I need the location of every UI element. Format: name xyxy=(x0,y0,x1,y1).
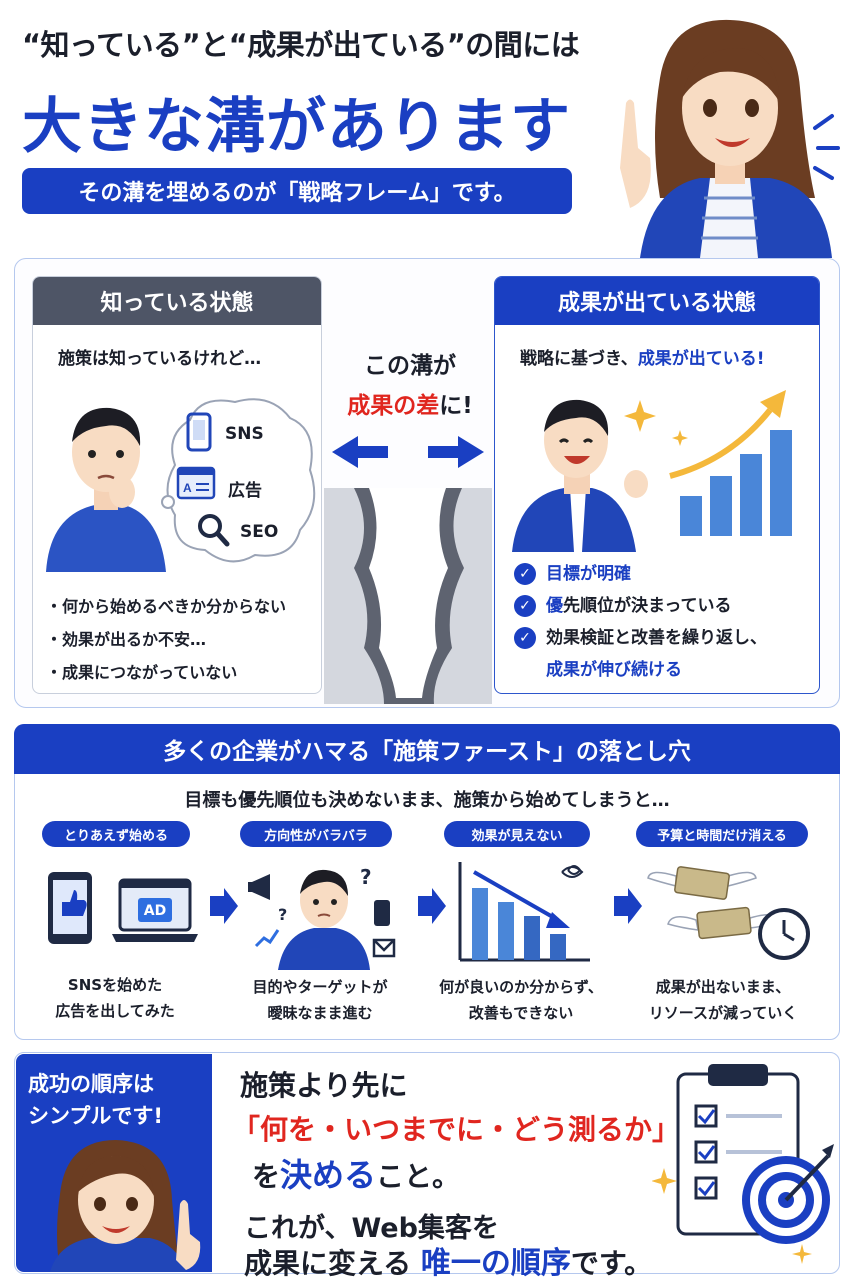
conclusion-line2: 「何を・いつまでに・どう測るか」 xyxy=(232,1113,681,1146)
step-desc-line: 成果が出ないまま、 xyxy=(655,978,791,996)
svg-text:?: ? xyxy=(360,865,372,889)
woman-pointing-small-illustration xyxy=(50,1140,201,1272)
check-item: ✓ 効果検証と改善を繰り返し、成果が伸び続ける xyxy=(514,622,767,686)
line5-highlight: 唯一の順序 xyxy=(420,1246,571,1280)
growth-chart-icon xyxy=(624,390,792,536)
step-desc-2: 目的やターゲットが 曖昧なまま進む xyxy=(230,974,410,1026)
svg-text:A: A xyxy=(183,481,192,495)
check-item-highlight: 目標が明確 xyxy=(546,564,631,584)
svg-text:?: ? xyxy=(278,905,287,924)
conclusion-line5: 成果に変える 唯一の順序です。 xyxy=(244,1238,652,1280)
knowing-state-lead: 施策は知っているけれど… xyxy=(58,349,262,369)
thinking-man-illustration xyxy=(46,407,166,572)
gap-label-suffix: に! xyxy=(439,393,473,419)
bubble-item-sns: SNS xyxy=(225,424,264,444)
line3-suffix: こと。 xyxy=(376,1160,461,1193)
check-icon: ✓ xyxy=(514,563,536,585)
arrow-right-icon xyxy=(614,888,642,924)
thumbs-up-phone-icon xyxy=(48,872,92,944)
flying-money-icon xyxy=(647,866,810,960)
bubble-item-ads: 広告 xyxy=(228,481,262,501)
clipboard-icon xyxy=(694,1104,782,1200)
result-state-lead: 戦略に基づき、成果が出ている! xyxy=(520,344,765,369)
result-state-title: 成果が出ている状態 xyxy=(495,277,819,325)
side-line: 成功の順序は xyxy=(28,1072,154,1096)
step-desc-line: 曖昧なまま進む xyxy=(267,1004,373,1022)
bullet-item: ・成果につながっていない xyxy=(46,663,238,682)
line3-prefix: を xyxy=(252,1160,281,1193)
header-title: 大きな溝があります xyxy=(22,92,571,162)
ad-badge: AD xyxy=(143,903,167,919)
step-desc-3: 何が良いのか分からず、 改善もできない xyxy=(426,974,616,1026)
result-lead-highlight: 成果が出ている! xyxy=(637,349,765,369)
sparkle-icon xyxy=(624,400,656,432)
check-item-text: 効果検証と改善を繰り返し、 xyxy=(546,628,767,648)
arrow-right-icon xyxy=(418,888,446,924)
phone-icon xyxy=(186,412,212,452)
laptop-ad-icon xyxy=(112,878,198,942)
line5-prefix: 成果に変える xyxy=(244,1247,412,1280)
step-desc-1: SNSを始めた 広告を出してみた xyxy=(30,972,200,1024)
pitfall-subtitle: 目標も優先順位も決めないまま、施策から始めてしまうと… xyxy=(184,790,670,811)
result-checklist: ✓ 目標が明確 ✓ 優先順位が決まっている ✓ 効果検証と改善を繰り返し、成果が伸び続… xyxy=(514,558,767,686)
step-desc-line: 何が良いのか分からず、 xyxy=(439,978,603,996)
conclusion-line3: を決めること。 xyxy=(252,1150,460,1196)
clipboard-target-illustration xyxy=(652,1064,834,1264)
confused-man-illustration: ? ? xyxy=(248,865,396,970)
conclusion-line1: 施策より先に xyxy=(240,1069,408,1102)
result-lead-prefix: 戦略に基づき、 xyxy=(520,349,638,369)
step-label-1: とりあえず始める xyxy=(42,821,190,847)
header-pill: その溝を埋めるのが「戦略フレーム」です。 xyxy=(22,168,572,214)
double-arrow-icon xyxy=(332,436,484,468)
happy-man-illustration xyxy=(512,399,648,552)
step-label-4: 予算と時間だけ消える xyxy=(636,821,808,847)
gap-label: この溝が 成果の差に! xyxy=(330,346,490,420)
line5-suffix: です。 xyxy=(570,1247,653,1280)
line3-highlight: 決める xyxy=(280,1156,377,1194)
target-icon xyxy=(742,1144,834,1244)
woman-pointing-illustration xyxy=(620,19,840,258)
declining-chart-icon xyxy=(458,862,590,962)
megaphone-icon xyxy=(248,874,270,900)
step-desc-line: SNSを始めた xyxy=(67,976,163,994)
bubble-item-seo: SEO xyxy=(240,522,279,542)
step-label-2: 方向性がバラバラ xyxy=(240,821,392,847)
pitfall-title: 多くの企業がハマる「施策ファースト」の落とし穴 xyxy=(14,724,840,774)
knowing-state-title: 知っている状態 xyxy=(33,277,321,325)
clock-icon xyxy=(758,908,810,960)
check-icon: ✓ xyxy=(514,595,536,617)
step-desc-line: リソースが減っていく xyxy=(648,1004,798,1022)
ditch-illustration xyxy=(324,488,492,704)
side-line: シンプルです! xyxy=(28,1104,163,1128)
bullet-item: ・効果が出るか不安… xyxy=(46,630,207,649)
step-desc-4: 成果が出ないまま、 リソースが減っていく xyxy=(628,974,818,1026)
conclusion-line4: これが、Web集客を xyxy=(244,1213,499,1244)
check-item: ✓ 優先順位が決まっている xyxy=(514,590,767,622)
conclusion-side-text: 成功の順序は シンプルです! xyxy=(28,1068,208,1132)
result-state-card: 成果が出ている状態 xyxy=(494,276,820,694)
magnifier-icon xyxy=(198,514,230,547)
check-item-highlight: 優 xyxy=(546,596,563,616)
gap-label-highlight: 成果の差 xyxy=(347,393,440,419)
check-item-highlight: 成果が伸び続ける xyxy=(546,660,682,680)
header-line1: “知っている”と“成果が出ている”の間には xyxy=(22,28,580,62)
check-item-text: 先順位が決まっている xyxy=(563,596,732,616)
ad-window-icon: A xyxy=(176,466,216,500)
step-desc-line: 広告を出してみた xyxy=(55,1002,175,1020)
knowing-state-bullets: ・何から始めるべきか分からない ・効果が出るか不安… ・成果につながっていない xyxy=(46,590,286,689)
arrow-right-icon xyxy=(210,888,238,924)
step-label-3: 効果が見えない xyxy=(444,821,590,847)
gap-label-line1: この溝が xyxy=(364,353,456,379)
check-icon: ✓ xyxy=(514,627,536,649)
bullet-item: ・何から始めるべきか分からない xyxy=(46,597,287,616)
step-desc-line: 目的やターゲットが xyxy=(252,978,388,996)
step-desc-line: 改善もできない xyxy=(468,1004,574,1022)
check-item: ✓ 目標が明確 xyxy=(514,558,767,590)
